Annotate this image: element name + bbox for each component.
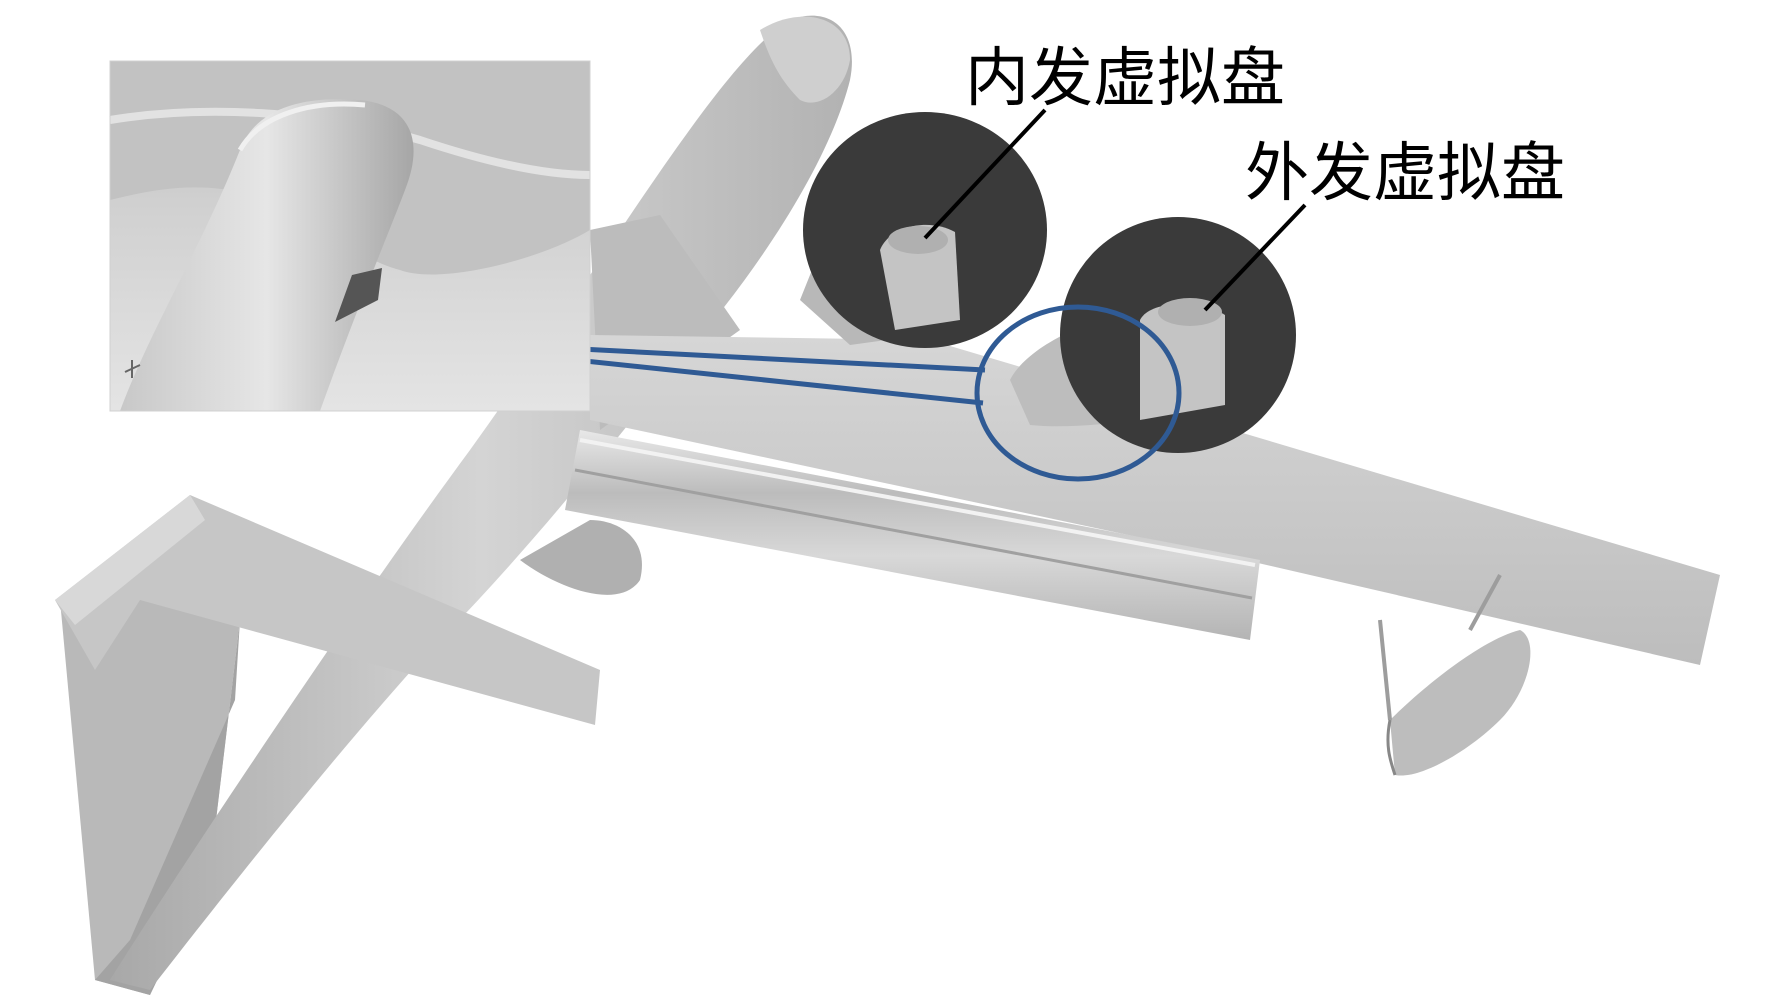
outer-disk-label: 外发虚拟盘 — [1245, 137, 1565, 211]
inner-disk-leader — [923, 108, 1047, 240]
junction-highlight-circle — [974, 304, 1182, 482]
horizontal-tail — [55, 495, 600, 725]
outer-disk-leader — [1203, 203, 1307, 312]
inner-disk-label: 内发虚拟盘 — [965, 42, 1285, 116]
main-wing — [590, 335, 1720, 665]
wingtip-float — [1390, 630, 1531, 776]
detail-inset — [109, 60, 591, 412]
